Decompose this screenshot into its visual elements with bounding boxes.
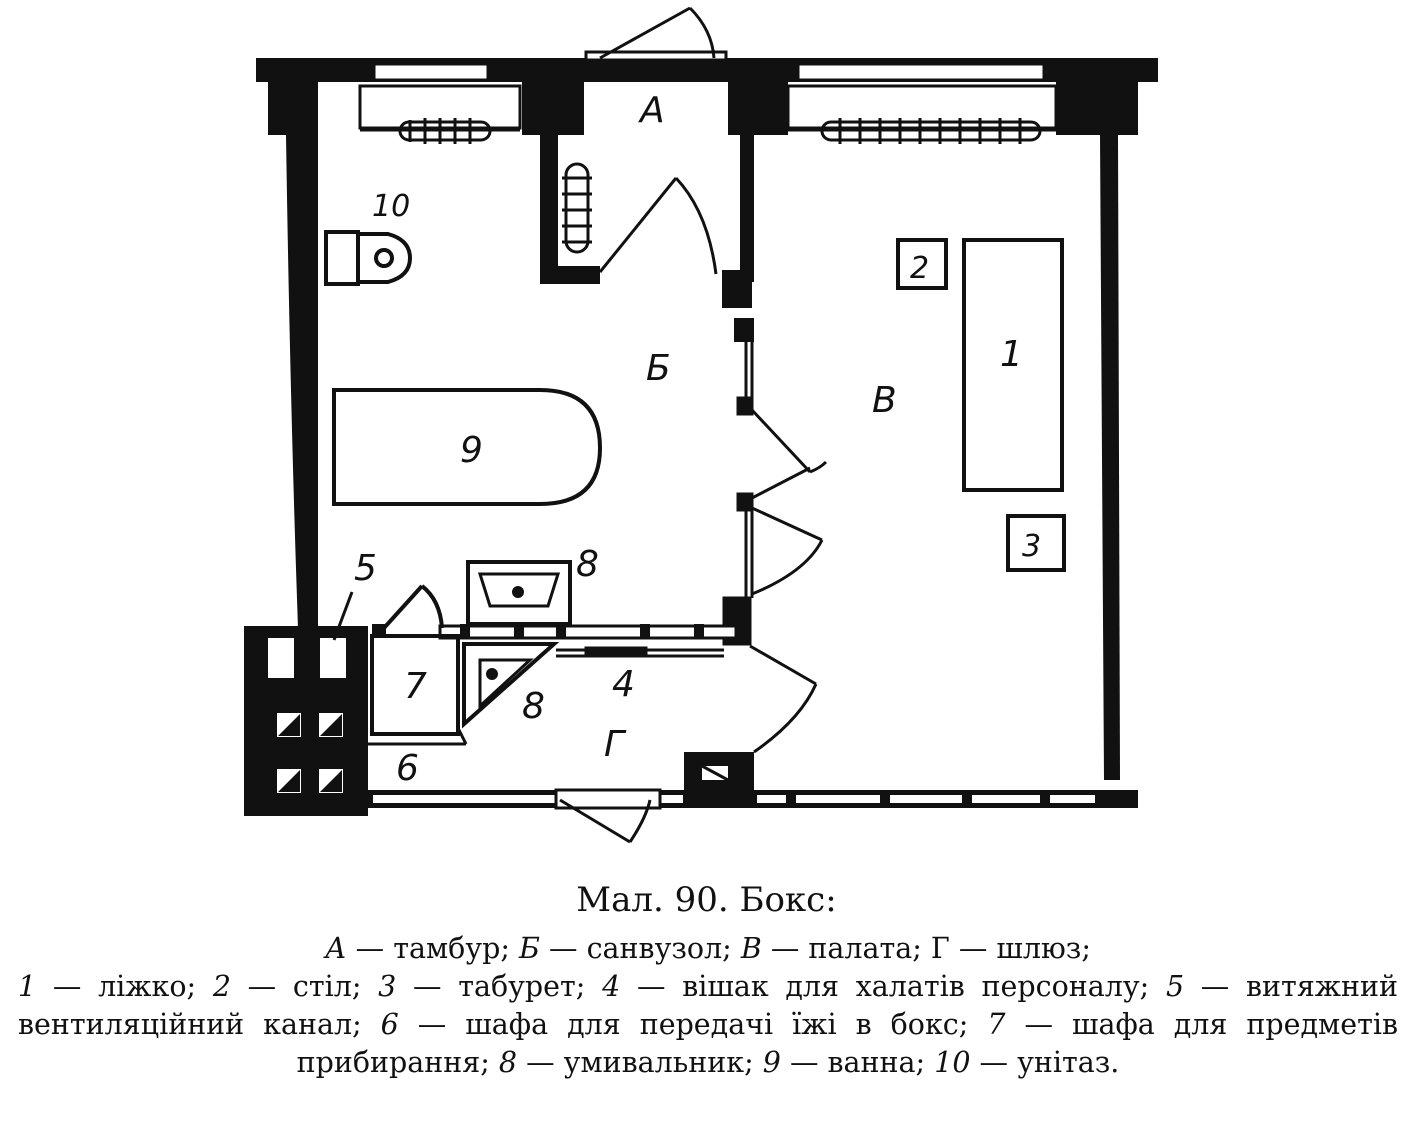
- item-label-7: 7: [404, 666, 427, 707]
- legend-text-a: — тамбур;: [346, 932, 520, 965]
- legend-text-4: — вішак для халатів персоналу;: [620, 970, 1166, 1003]
- vent-pointer: [332, 591, 354, 641]
- legend-key-7: 7: [987, 1008, 1006, 1041]
- legend-text-5b: вентиляційний канал;: [18, 1008, 381, 1041]
- radiator-icon: [360, 118, 520, 144]
- legend-key-b: Б: [519, 932, 540, 965]
- tambour-door: [584, 6, 728, 62]
- radiator-icon: [562, 162, 592, 254]
- legend-key-8: 8: [498, 1046, 518, 1079]
- floor-plan: А Б В Г 1 2 3 4 5 6 7 8 8 9 10: [244, 6, 1158, 844]
- legend-key-4: 4: [602, 970, 621, 1003]
- item-label-2: 2: [910, 251, 929, 286]
- food-hatch-line: [456, 727, 468, 745]
- legend-text-b: — санвузол;: [539, 932, 741, 965]
- partition-wall: [722, 342, 754, 646]
- table-icon: [896, 238, 948, 290]
- room-label-b: Б: [646, 348, 671, 389]
- item-label-5: 5: [354, 548, 377, 589]
- legend-text-7b: прибирання;: [296, 1046, 499, 1079]
- cleaning-cabinet: [370, 584, 460, 736]
- legend-text-10: — унітаз.: [970, 1046, 1120, 1079]
- legend-key-2: 2: [212, 970, 231, 1003]
- shluz-palata-door: [749, 644, 818, 754]
- legend-line-rooms: А — тамбур; Б — санвузол; В — палата; Г …: [18, 930, 1398, 968]
- radiator-icon: [788, 118, 1056, 144]
- legend-text-5: — витяжний: [1184, 970, 1399, 1003]
- legend-text-8: — умивальник;: [517, 1046, 763, 1079]
- legend-key-6: 6: [380, 1008, 399, 1041]
- figure-title: Мал. 90. Бокс:: [576, 880, 837, 920]
- palata-door: [750, 408, 828, 596]
- tambour-walls: [540, 132, 754, 342]
- shluz-wall: [684, 752, 754, 792]
- legend-line-items-1: 1 — ліжко; 2 — стіл; 3 — табурет; 4 — ві…: [18, 968, 1398, 1006]
- legend-key-5: 5: [1165, 970, 1185, 1003]
- item-label-6: 6: [396, 748, 419, 789]
- item-label-10: 10: [372, 189, 410, 224]
- room-label-a: А: [638, 90, 665, 131]
- legend-key-1: 1: [18, 970, 37, 1003]
- bathtub-icon: [332, 388, 603, 506]
- legend-line-items-3: прибирання; 8 — умивальник; 9 — ванна; 1…: [18, 1044, 1398, 1082]
- legend-text-v: — палата; Г — шлюз;: [761, 932, 1091, 965]
- legend-text-7: — шафа для предметів: [1005, 1008, 1398, 1041]
- bed-icon: [962, 238, 1064, 492]
- item-label-9: 9: [460, 430, 483, 471]
- toilet-icon: [324, 230, 413, 286]
- corner-sink-icon: [462, 642, 560, 729]
- legend-line-items-2: вентиляційний канал; 6 — шафа для переда…: [18, 1006, 1398, 1044]
- legend-key-10: 10: [934, 1046, 971, 1079]
- legend-text-6: — шафа для передачі їжі в бокс;: [398, 1008, 988, 1041]
- room-label-g: Г: [604, 724, 627, 765]
- item-label-8-bottom: 8: [522, 686, 545, 727]
- legend-key-a: А: [325, 932, 347, 965]
- sink-icon: [466, 560, 572, 626]
- legend-text-2: — стіл;: [230, 970, 379, 1003]
- item-label-1: 1: [1000, 334, 1023, 375]
- item-label-8-top: 8: [576, 544, 599, 585]
- ventilation-shaft: [244, 626, 368, 816]
- stool-icon: [1006, 514, 1066, 572]
- sanitary-door: [598, 176, 718, 275]
- legend-key-v: В: [740, 932, 762, 965]
- legend-text-9: — ванна;: [780, 1046, 935, 1079]
- legend-text-1: — ліжко;: [36, 970, 213, 1003]
- room-label-v: В: [872, 380, 897, 421]
- item-label-4: 4: [612, 664, 635, 705]
- legend-key-3: 3: [378, 970, 397, 1003]
- bottom-wall: [366, 790, 1138, 808]
- right-wall: [1100, 135, 1120, 780]
- legend-text-3: — табурет;: [396, 970, 603, 1003]
- left-wall: [286, 135, 318, 628]
- item-label-3: 3: [1022, 529, 1041, 564]
- legend-key-9: 9: [762, 1046, 781, 1079]
- bottom-door: [554, 788, 662, 844]
